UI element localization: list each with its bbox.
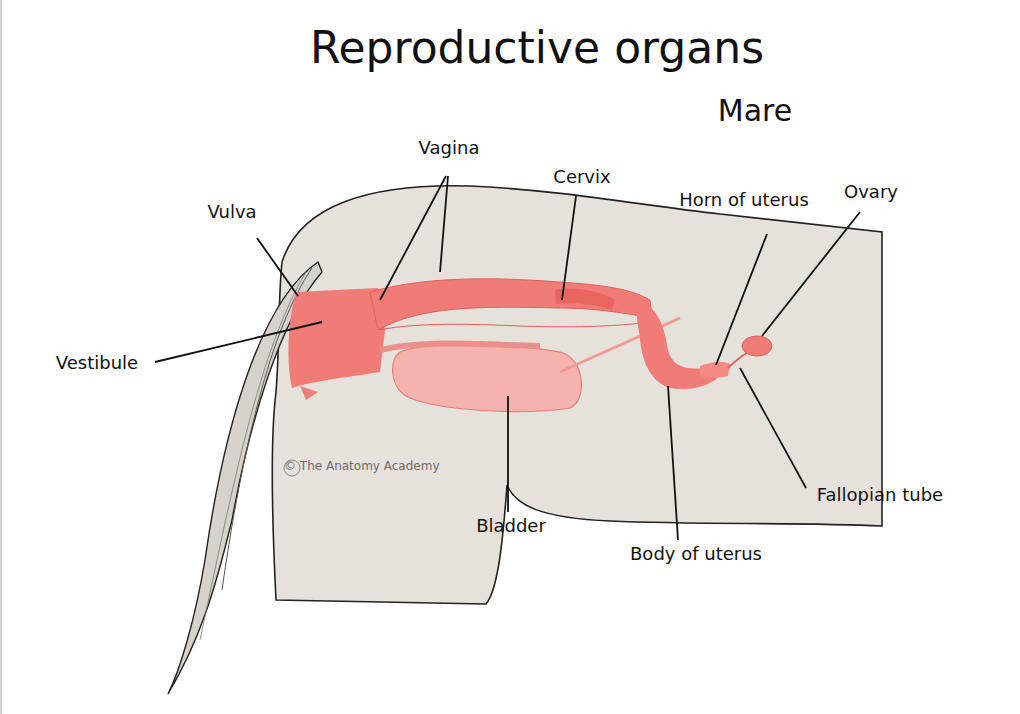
part-label: Body of uterus (630, 544, 762, 565)
diagram-title: Reproductive organs (310, 23, 764, 74)
part-label: Cervix (553, 167, 610, 188)
part-label: Ovary (844, 182, 898, 203)
part-label: Vagina (419, 138, 480, 159)
part-label: Vestibule (56, 353, 138, 374)
watermark: © The Anatomy Academy (284, 460, 440, 474)
subtitle: Mare (718, 94, 792, 129)
part-label: Bladder (476, 516, 546, 537)
part-label: Vulva (207, 202, 256, 223)
part-label: Horn of uterus (679, 190, 809, 211)
part-label: Fallopian tube (817, 485, 943, 506)
